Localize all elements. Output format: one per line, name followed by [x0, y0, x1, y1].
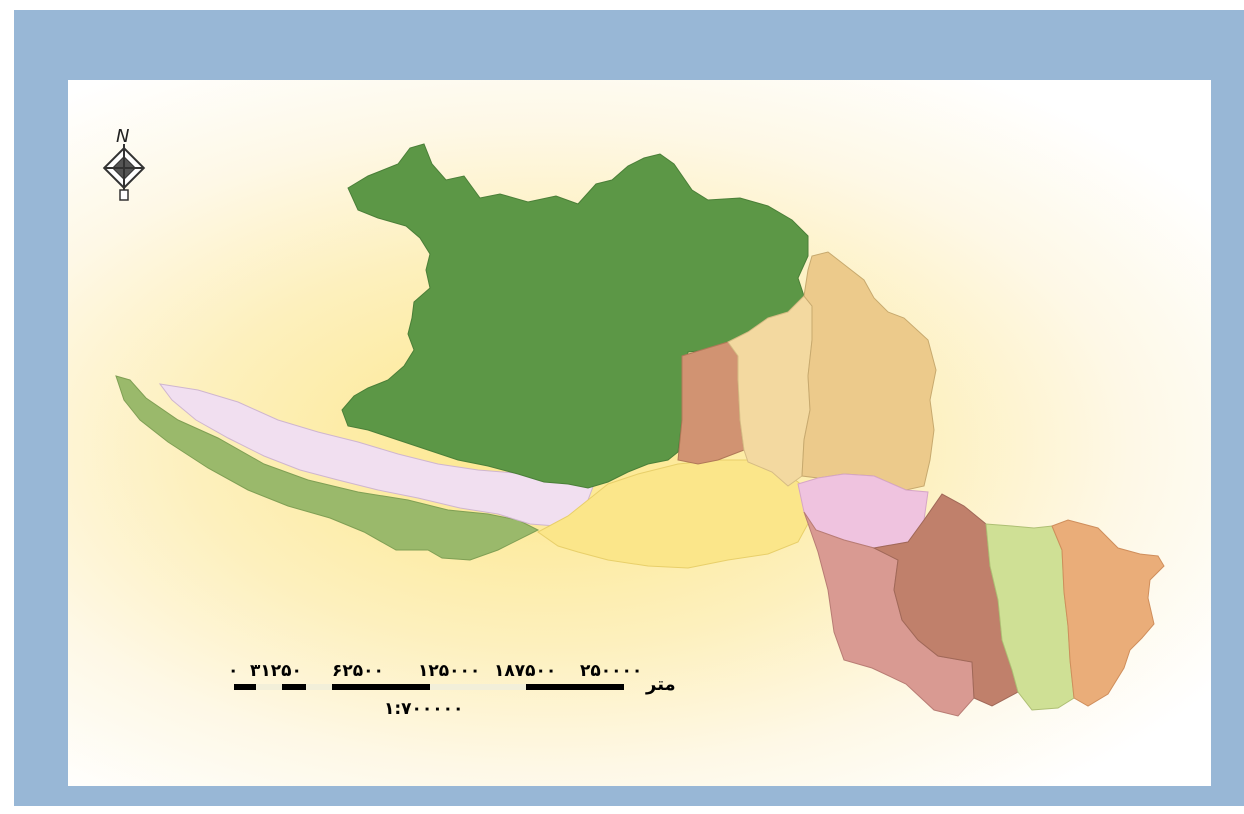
scale-segment-1: [234, 684, 256, 690]
scale-tick-4: ۱۸۷۵۰۰: [494, 661, 556, 681]
region-small-brown[interactable]: [677, 341, 745, 465]
scale-segment-7: [526, 684, 624, 690]
scale-bar: ۰ ۳۱۲۵۰ ۶۲۵۰۰ ۱۲۵۰۰۰ ۱۸۷۵۰۰ ۲۵۰۰۰۰ متر ۱…: [228, 661, 676, 719]
scale-tick-0: ۰: [228, 661, 238, 681]
region-southeast-orange[interactable]: [1051, 519, 1165, 707]
scale-unit: متر: [645, 674, 676, 695]
map-canvas: N: [68, 80, 1211, 786]
scale-ratio: ۱:۷۰۰۰۰۰: [384, 699, 463, 719]
scale-tick-1: ۳۱۲۵۰: [250, 661, 302, 681]
region-east-tan[interactable]: [801, 251, 937, 491]
scale-segment-5: [332, 684, 430, 690]
map-svg: N: [102, 126, 1165, 719]
map-frame: N: [14, 10, 1244, 806]
north-label: N: [116, 126, 129, 147]
scale-segment-3: [282, 684, 306, 690]
scale-segment-4: [306, 684, 332, 690]
scale-tick-3: ۱۲۵۰۰۰: [418, 661, 480, 681]
region-west-lower-strip[interactable]: [115, 375, 540, 561]
scale-tick-2: ۶۲۵۰۰: [332, 661, 384, 681]
scale-segment-6: [430, 684, 526, 690]
north-arrow-icon: N: [102, 126, 146, 201]
scale-segment-2: [256, 684, 282, 690]
scale-tick-5: ۲۵۰۰۰۰: [580, 661, 642, 681]
